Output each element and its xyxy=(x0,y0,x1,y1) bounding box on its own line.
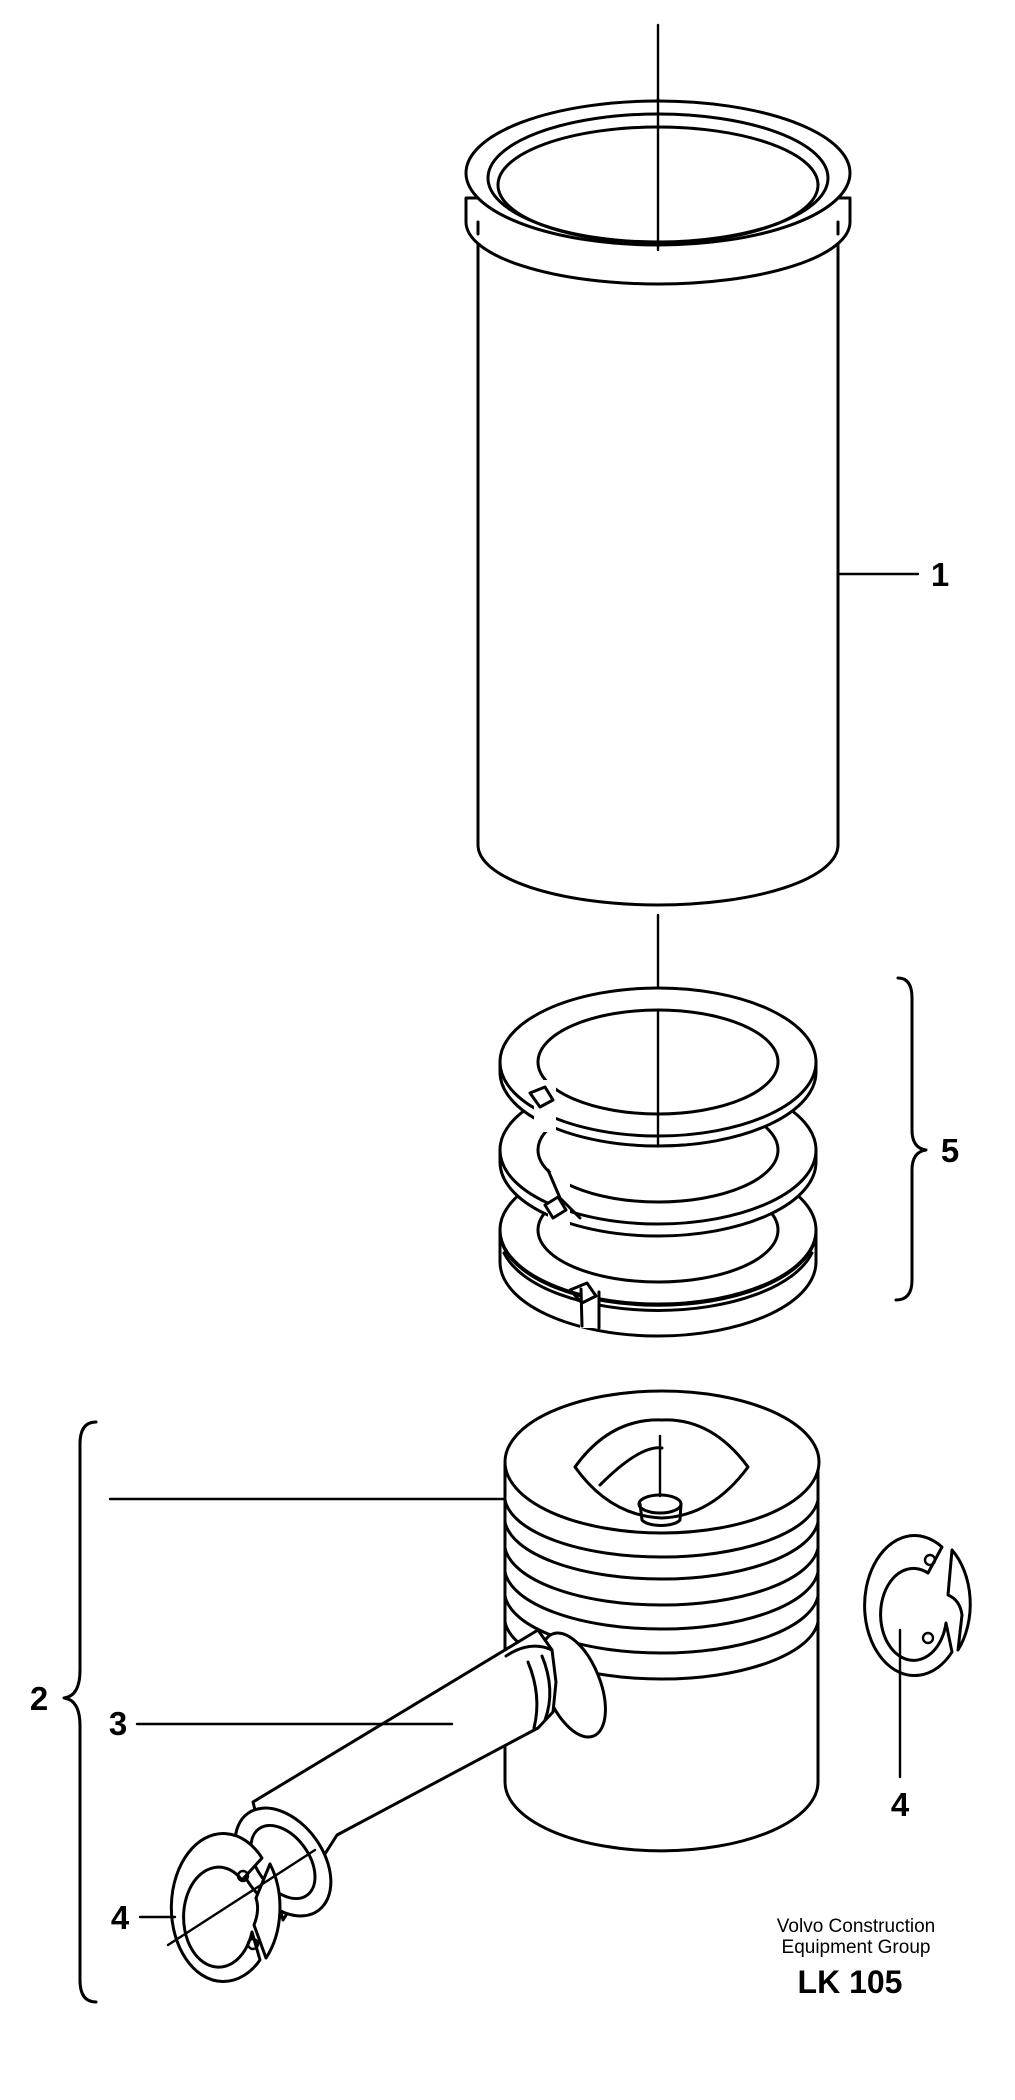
brace-2 xyxy=(62,1420,98,2004)
piston-ring-kit xyxy=(498,986,818,1338)
callout-1: 1 xyxy=(931,556,949,593)
callout-4-left: 4 xyxy=(111,1899,130,1936)
brace-5 xyxy=(894,976,928,1302)
axis-line-left xyxy=(166,1848,317,1947)
circlip-right xyxy=(863,1534,972,1677)
circlip-left xyxy=(169,1832,282,1983)
figure-code: LK 105 xyxy=(798,1964,903,2000)
callout-3: 3 xyxy=(109,1705,127,1742)
company-line-2: Equipment Group xyxy=(782,1937,931,1958)
piston xyxy=(503,1389,821,1853)
cylinder-liner xyxy=(464,96,852,907)
callout-5: 5 xyxy=(941,1132,959,1169)
company-line-1: Volvo Construction xyxy=(777,1916,935,1937)
callout-2: 2 xyxy=(30,1680,48,1717)
callout-4-right: 4 xyxy=(891,1786,910,1823)
